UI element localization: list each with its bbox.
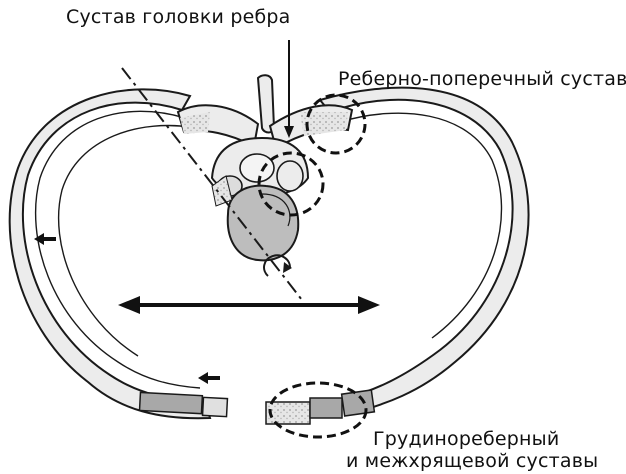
sternocostal-joint-label-line2: и межхрящевой суставы (346, 450, 598, 472)
rib-head-joint-label: Сустав головки ребра (66, 6, 291, 28)
left-rib (10, 89, 228, 418)
left-arrow-icon (198, 372, 220, 384)
sternocostal-joint-label-line1: Грудинореберный (373, 428, 559, 450)
horizontal-double-arrow-icon (118, 296, 380, 314)
left-costal-cartilage (140, 392, 203, 413)
sternum (266, 402, 310, 424)
costotransverse-joint-label: Реберно-поперечный сустав (338, 68, 626, 90)
right-costal-cartilage-2 (342, 390, 375, 416)
right-costal-cartilage-1 (310, 398, 342, 418)
right-rib (266, 88, 529, 424)
